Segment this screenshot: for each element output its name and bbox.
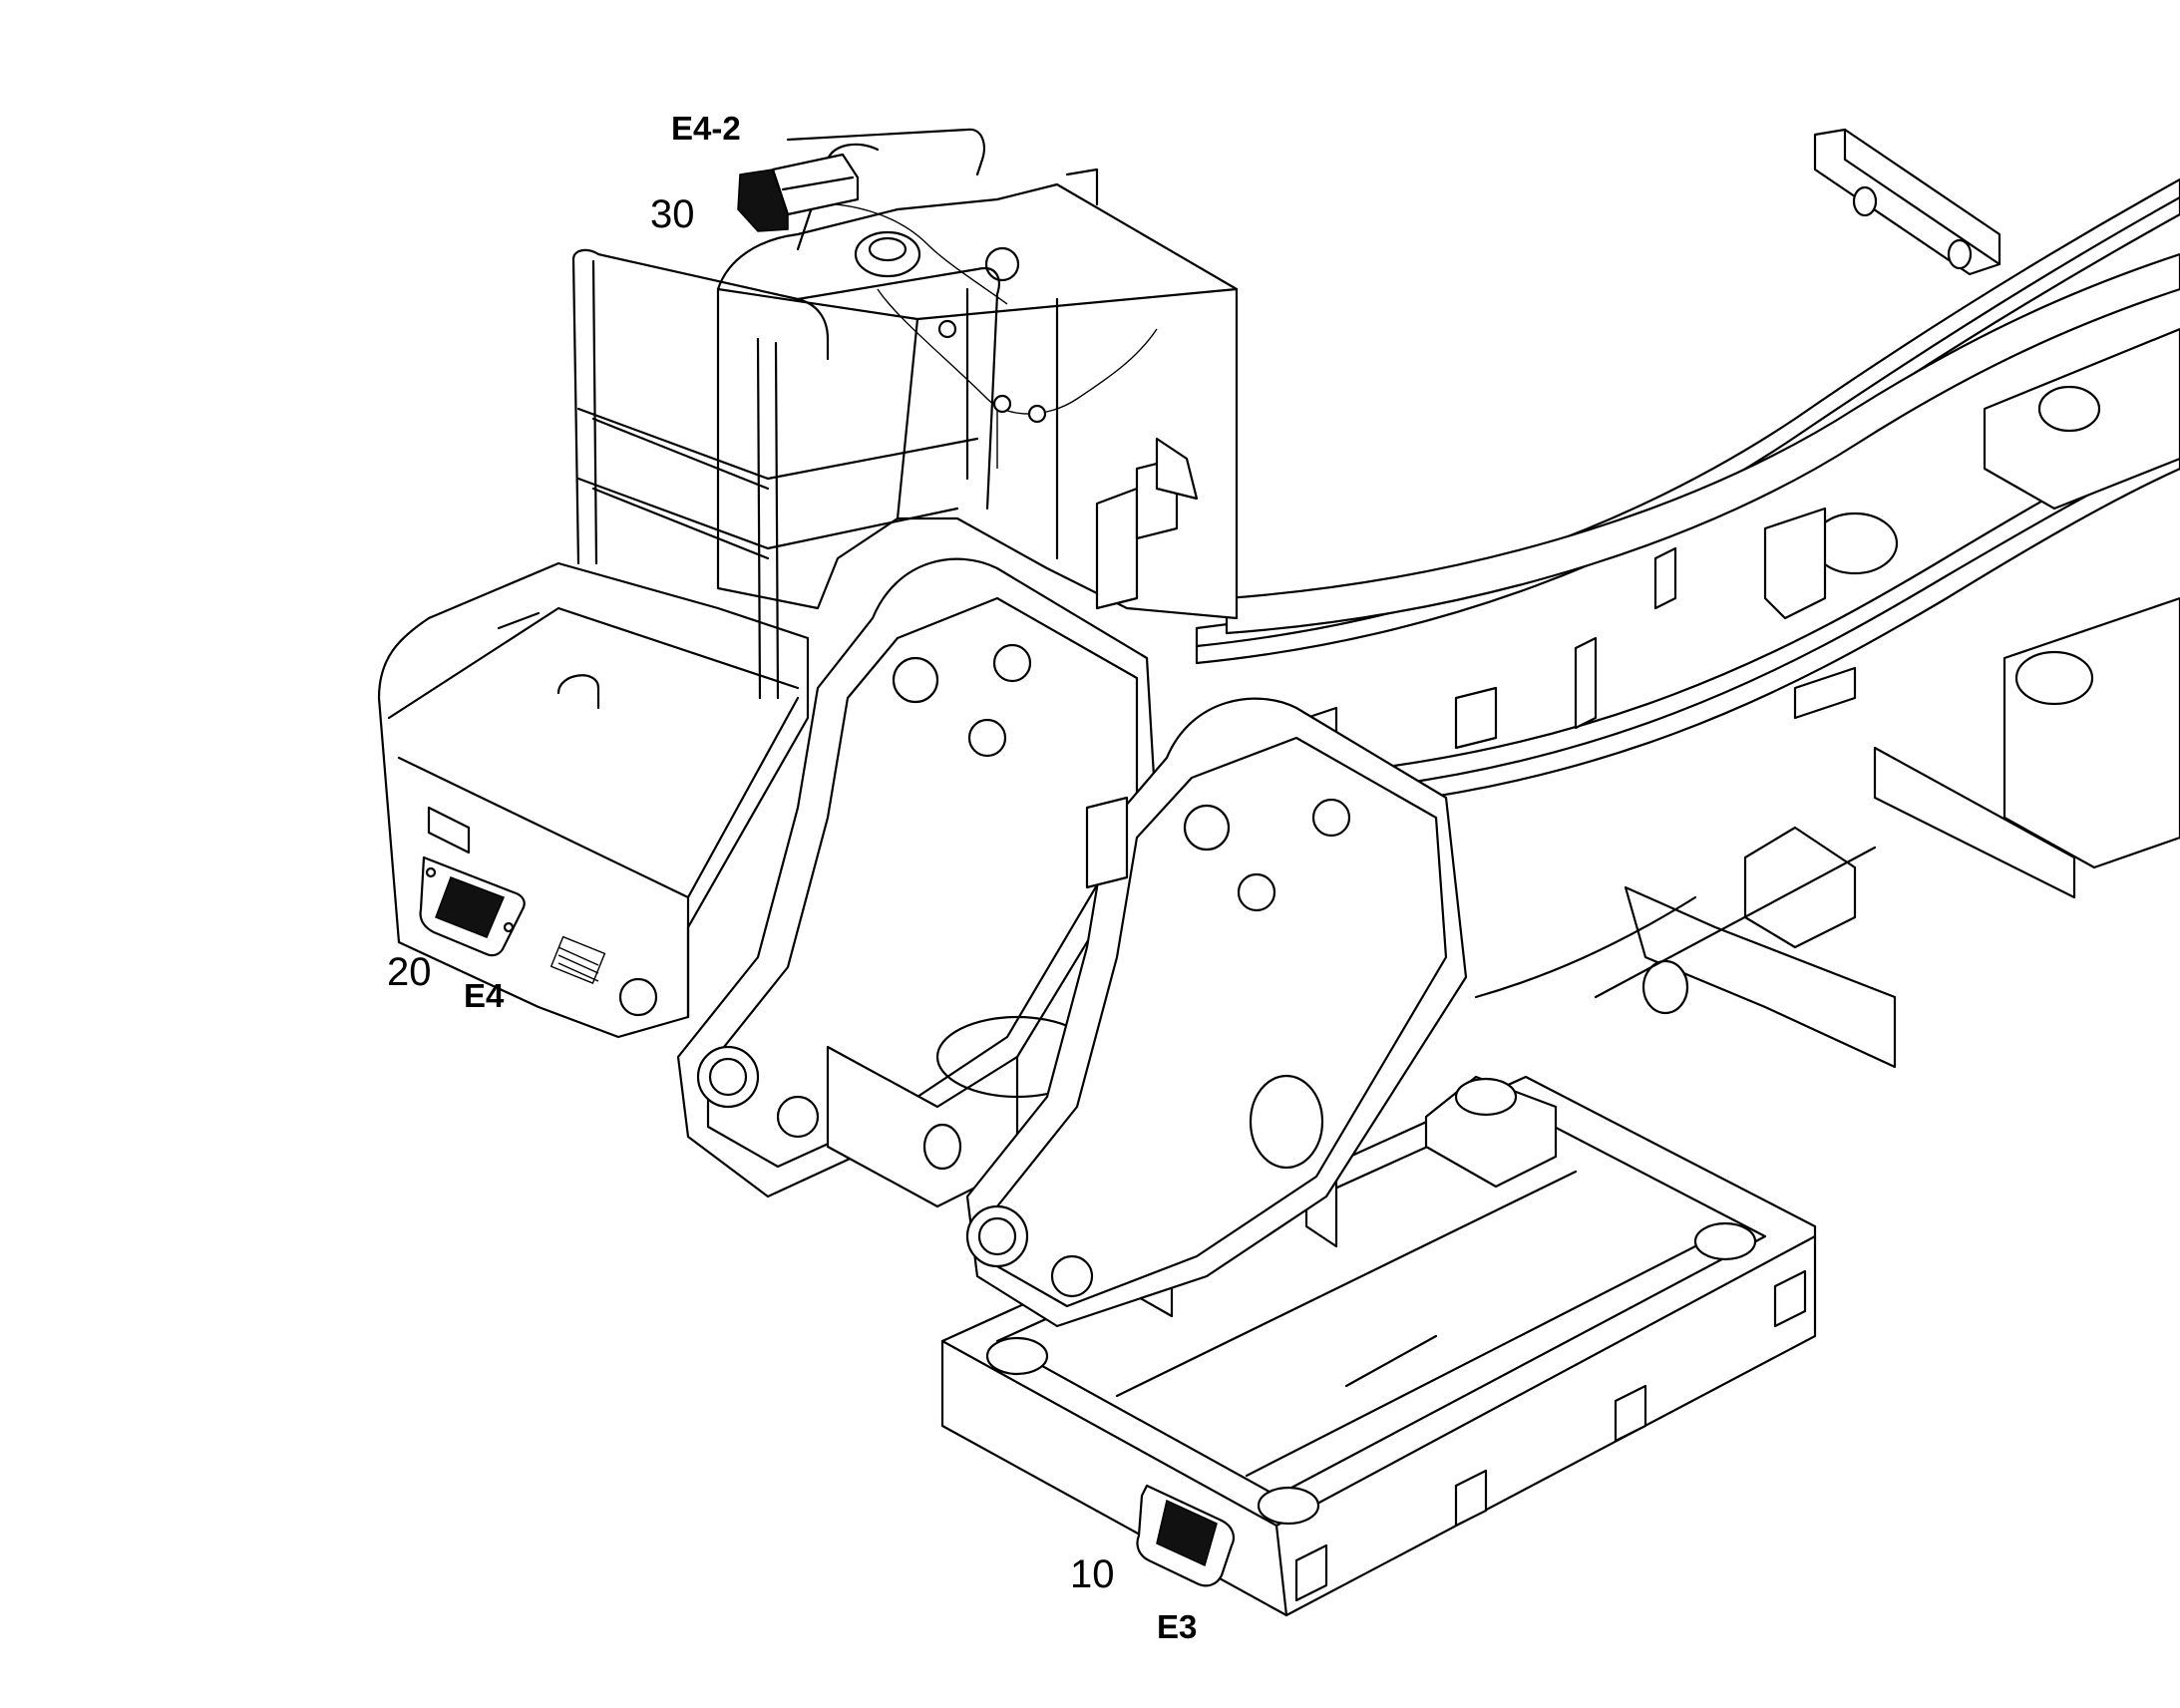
callout-item-30: 30 [650, 192, 695, 236]
hydraulic-tank [716, 168, 1239, 620]
callout-10: 10 E3 [1070, 1552, 1197, 1645]
callout-item-20: 20 [387, 950, 432, 994]
vent-grille [549, 935, 606, 984]
boom-mount-right [965, 697, 1468, 1328]
callout-item-10: 10 [1070, 1552, 1115, 1596]
callout-code-e4-2: E4-2 [671, 110, 741, 147]
work-light-top[interactable] [737, 153, 860, 232]
tank-box [377, 561, 810, 1039]
work-light-bottom[interactable] [1136, 1484, 1236, 1587]
callout-20: 20 E4 [387, 950, 505, 1014]
callout-code-e4: E4 [464, 977, 505, 1014]
callout-code-e3: E3 [1157, 1608, 1197, 1645]
wire-harness [797, 202, 1158, 469]
callout-30: E4-2 30 [650, 110, 741, 236]
handrail [571, 128, 1000, 700]
work-light-left[interactable] [419, 855, 526, 957]
base-frame [940, 1075, 1817, 1617]
